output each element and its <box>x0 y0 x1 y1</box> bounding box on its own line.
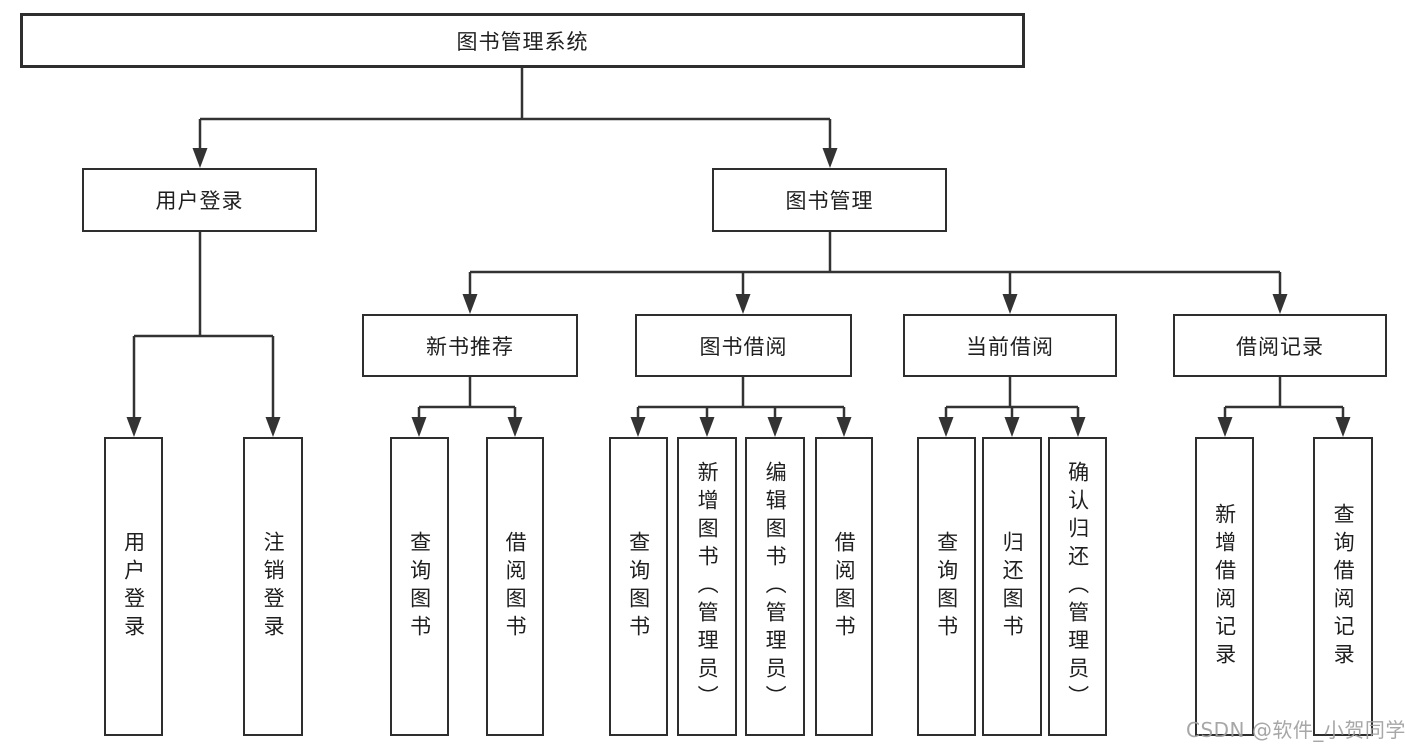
leaf-edit-book-admin: 编辑图书（管理员） <box>745 437 805 736</box>
leaf-borrow-books-2: 借阅图书 <box>815 437 873 736</box>
leaf-label: 编辑图书（管理员） <box>763 460 788 713</box>
leaf-label: 查询图书 <box>626 530 651 643</box>
leaf-label: 借阅图书 <box>503 530 528 643</box>
node-label: 新书推荐 <box>426 334 514 359</box>
leaf-label: 查询图书 <box>407 530 432 643</box>
node-label: 图书借阅 <box>699 334 788 359</box>
leaf-confirm-return-admin: 确认归还（管理员） <box>1048 437 1107 736</box>
leaf-label: 查询图书 <box>934 530 959 643</box>
leaf-logout: 注销登录 <box>243 437 303 736</box>
connector-stems <box>132 68 1345 421</box>
node-label: 用户登录 <box>155 189 244 213</box>
leaf-borrow-books-1: 借阅图书 <box>486 437 544 736</box>
leaf-label: 新增借阅记录 <box>1212 502 1237 671</box>
leaf-label: 确认归还（管理员） <box>1065 460 1090 713</box>
leaf-label: 查询借阅记录 <box>1331 502 1356 671</box>
node-label: 图书管理系统 <box>456 29 589 54</box>
node-user-login: 用户登录 <box>82 168 317 232</box>
csdn-watermark: CSDN @软件_小贺同学 <box>1186 718 1405 742</box>
leaf-query-borrow-record: 查询借阅记录 <box>1313 437 1373 736</box>
leaf-add-borrow-record: 新增借阅记录 <box>1195 437 1254 736</box>
leaf-label: 新增图书（管理员） <box>695 460 720 713</box>
leaf-label: 注销登录 <box>261 530 286 643</box>
node-book-management: 图书管理 <box>712 168 947 232</box>
node-system-root: 图书管理系统 <box>20 13 1025 68</box>
node-label: 借阅记录 <box>1236 334 1324 359</box>
node-new-book-recommend: 新书推荐 <box>362 314 578 377</box>
node-label: 图书管理 <box>785 189 874 213</box>
leaf-user-login: 用户登录 <box>104 437 163 736</box>
node-current-borrow: 当前借阅 <box>903 314 1117 377</box>
leaf-label: 借阅图书 <box>832 530 857 643</box>
leaf-query-books-3: 查询图书 <box>917 437 976 736</box>
leaf-query-books-1: 查询图书 <box>390 437 449 736</box>
leaf-query-books-2: 查询图书 <box>609 437 668 736</box>
leaf-label: 归还图书 <box>1000 530 1025 643</box>
leaf-label: 用户登录 <box>121 530 146 643</box>
node-borrow-records: 借阅记录 <box>1173 314 1387 377</box>
leaf-return-book: 归还图书 <box>982 437 1042 736</box>
node-book-borrow: 图书借阅 <box>635 314 852 377</box>
leaf-add-book-admin: 新增图书（管理员） <box>677 437 737 736</box>
node-label: 当前借阅 <box>966 334 1054 359</box>
